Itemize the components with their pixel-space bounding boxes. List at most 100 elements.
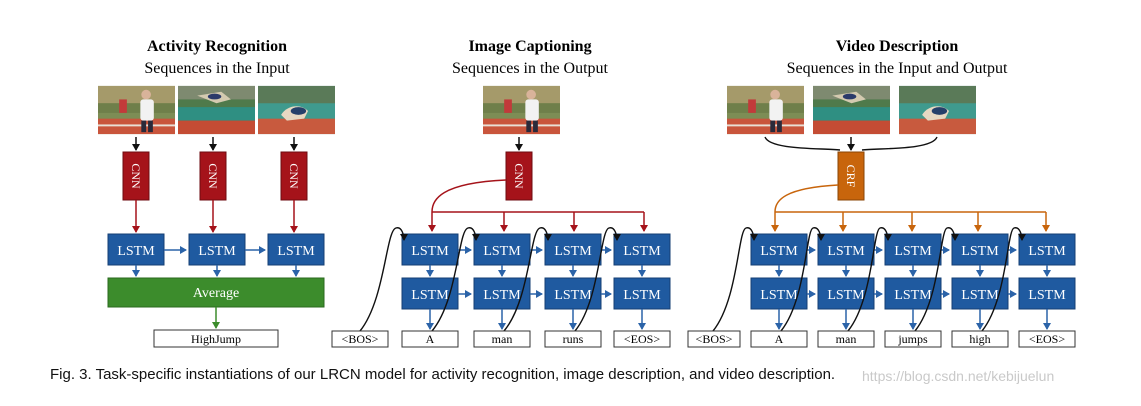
activity-title: Activity Recognition	[147, 38, 287, 55]
cnn-box-3: CNN	[280, 151, 308, 201]
image-captioning-panel: Image Captioning Sequences in the Output…	[331, 38, 671, 348]
video-title: Video Description	[836, 38, 959, 55]
lstm-box-2: LSTM	[188, 233, 246, 266]
vid-word-2: A	[750, 330, 808, 348]
vid-word-1-label: <BOS>	[696, 332, 733, 346]
cap-lstm-r2-c2: LSTM	[473, 277, 531, 310]
frame-to-crf-line-1	[764, 136, 841, 151]
lstm-label-1: LSTM	[117, 244, 155, 259]
cap-feedback-2	[431, 227, 480, 332]
captioning-cnn-label: CNN	[512, 163, 526, 189]
vid-feedback-5	[981, 227, 1026, 332]
vid-lstm-r2-c3: LSTM	[884, 277, 942, 310]
vid-feedback-4	[914, 227, 959, 332]
activity-frame-1	[98, 86, 175, 134]
cap-lstm-r2-c1: LSTM	[401, 277, 459, 310]
video-description-panel: Video Description Sequences in the Input…	[687, 38, 1076, 348]
vid-word-3-label: man	[836, 332, 857, 346]
lstm-label-3: LSTM	[277, 244, 315, 259]
vid-lstm-r2-c4: LSTM	[951, 277, 1009, 310]
vid-lstm-r1-c1-label: LSTM	[760, 244, 798, 259]
vid-lstm-r1-c5: LSTM	[1018, 233, 1076, 266]
activity-frame-2	[178, 86, 255, 134]
vid-lstm-r2-c2-label: LSTM	[827, 288, 865, 303]
average-label: Average	[193, 286, 239, 301]
vid-lstm-r2-c4-label: LSTM	[961, 288, 999, 303]
cap-lstm-r2-c4-label: LSTM	[623, 288, 661, 303]
watermark-url: https://blog.csdn.net/kebijuelun	[862, 368, 1055, 384]
vid-word-5-label: high	[969, 332, 990, 346]
cap-word-4-label: runs	[563, 332, 584, 346]
video-frame-3	[899, 86, 976, 134]
video-frame-1	[727, 86, 804, 134]
captioning-title: Image Captioning	[468, 38, 591, 55]
vid-lstm-r2-c3-label: LSTM	[894, 288, 932, 303]
captioning-subtitle: Sequences in the Output	[452, 60, 609, 77]
vid-lstm-r1-c4-label: LSTM	[961, 244, 999, 259]
vid-lstm-r2-c5-label: LSTM	[1028, 288, 1066, 303]
lstm-label-2: LSTM	[198, 244, 236, 259]
cap-word-3: man	[473, 330, 531, 348]
captioning-cnn-box: CNN	[505, 151, 533, 201]
frame-to-crf-line-3	[861, 136, 938, 151]
vid-word-1: <BOS>	[687, 330, 741, 348]
vid-word-6-label: <EOS>	[1029, 332, 1065, 346]
lstm-box-1: LSTM	[107, 233, 165, 266]
cnn-box-2: CNN	[199, 151, 227, 201]
cap-lstm-r2-c3-label: LSTM	[554, 288, 592, 303]
video-frame-2	[813, 86, 890, 134]
cap-lstm-r1-c4: LSTM	[613, 233, 671, 266]
vid-lstm-r1-c4: LSTM	[951, 233, 1009, 266]
vid-lstm-r2-c1: LSTM	[750, 277, 808, 310]
cap-lstm-r1-c1: LSTM	[401, 233, 459, 266]
cap-lstm-r1-c2-label: LSTM	[483, 244, 521, 259]
vid-word-4-label: jumps	[897, 332, 928, 346]
vid-lstm-r1-c2: LSTM	[817, 233, 875, 266]
cap-lstm-r1-c4-label: LSTM	[623, 244, 661, 259]
cap-feedback-1	[359, 227, 408, 332]
vid-lstm-r1-c1: LSTM	[750, 233, 808, 266]
cap-lstm-r1-c2: LSTM	[473, 233, 531, 266]
activity-subtitle: Sequences in the Input	[144, 60, 290, 77]
cap-feedback-3	[503, 227, 552, 332]
vid-word-2-label: A	[775, 332, 784, 346]
cnn-label-3: CNN	[287, 163, 301, 189]
lstm-box-3: LSTM	[267, 233, 325, 266]
cap-feedback-4	[574, 227, 621, 332]
activity-recognition-panel: Activity Recognition Sequences in the In…	[98, 38, 335, 348]
vid-lstm-r1-c5-label: LSTM	[1028, 244, 1066, 259]
crf-box: CRF	[837, 151, 865, 201]
cap-lstm-r2-c2-label: LSTM	[483, 288, 521, 303]
cap-word-5-label: <EOS>	[624, 332, 660, 346]
vid-lstm-r2-c5: LSTM	[1018, 277, 1076, 310]
cnn-label-2: CNN	[206, 163, 220, 189]
cnn-box-1: CNN	[122, 151, 150, 201]
cap-word-2-label: A	[426, 332, 435, 346]
vid-word-6: <EOS>	[1018, 330, 1076, 348]
cap-word-2: A	[401, 330, 459, 348]
crf-fanout-curve	[774, 184, 839, 213]
cap-word-5: <EOS>	[613, 330, 671, 348]
vid-feedback-3	[847, 227, 892, 332]
cap-word-4: runs	[544, 330, 602, 348]
cnn-label-1: CNN	[129, 163, 143, 189]
vid-lstm-r1-c3-label: LSTM	[894, 244, 932, 259]
cap-lstm-r2-c1-label: LSTM	[411, 288, 449, 303]
video-subtitle: Sequences in the Input and Output	[787, 60, 1008, 77]
vid-lstm-r2-c1-label: LSTM	[760, 288, 798, 303]
vid-word-4: jumps	[884, 330, 942, 348]
captioning-image	[483, 86, 560, 134]
vid-word-5: high	[951, 330, 1009, 348]
vid-feedback-1	[712, 227, 758, 332]
cap-lstm-r1-c1-label: LSTM	[411, 244, 449, 259]
vid-lstm-r1-c3: LSTM	[884, 233, 942, 266]
cap-lstm-r2-c4: LSTM	[613, 277, 671, 310]
cap-lstm-r1-c3: LSTM	[544, 233, 602, 266]
figure-caption: Fig. 3. Task-specific instantiations of …	[50, 366, 836, 383]
vid-word-3: man	[817, 330, 875, 348]
crf-label: CRF	[844, 165, 858, 188]
activity-frame-3	[258, 86, 335, 134]
cap-word-1-label: <BOS>	[342, 332, 379, 346]
average-box: Average	[107, 277, 325, 308]
